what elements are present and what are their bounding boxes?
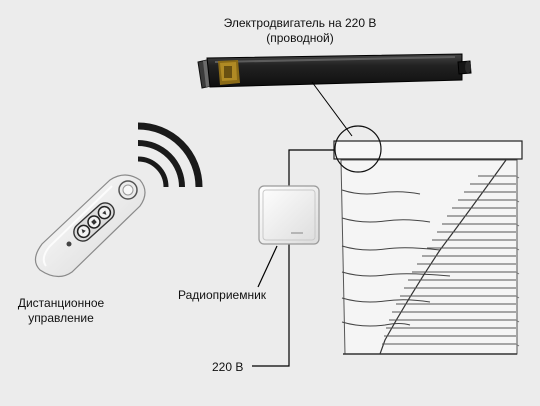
motor-leader-line — [311, 81, 353, 137]
window-blind-icon — [333, 140, 523, 355]
tubular-motor-icon — [197, 53, 472, 89]
power-label: 220 В — [212, 360, 244, 374]
motor-label-line1: Электродвигатель на 220 В — [223, 16, 377, 30]
motor-location-circle — [334, 125, 382, 173]
radio-receiver-icon — [258, 185, 320, 245]
receiver-label: Радиоприемник — [178, 288, 267, 302]
remote-label-line2: управление — [28, 311, 94, 325]
remote-control-icon — [34, 174, 146, 278]
radio-signal-icon — [137, 122, 203, 188]
wiring — [252, 149, 334, 367]
motor-label-line2: (проводной) — [266, 31, 334, 45]
remote-label-line1: Дистанционное — [17, 296, 105, 310]
motor-label: Электродвигатель на 220 В (проводной) — [150, 16, 450, 46]
remote-label: Дистанционное управление — [6, 296, 116, 326]
